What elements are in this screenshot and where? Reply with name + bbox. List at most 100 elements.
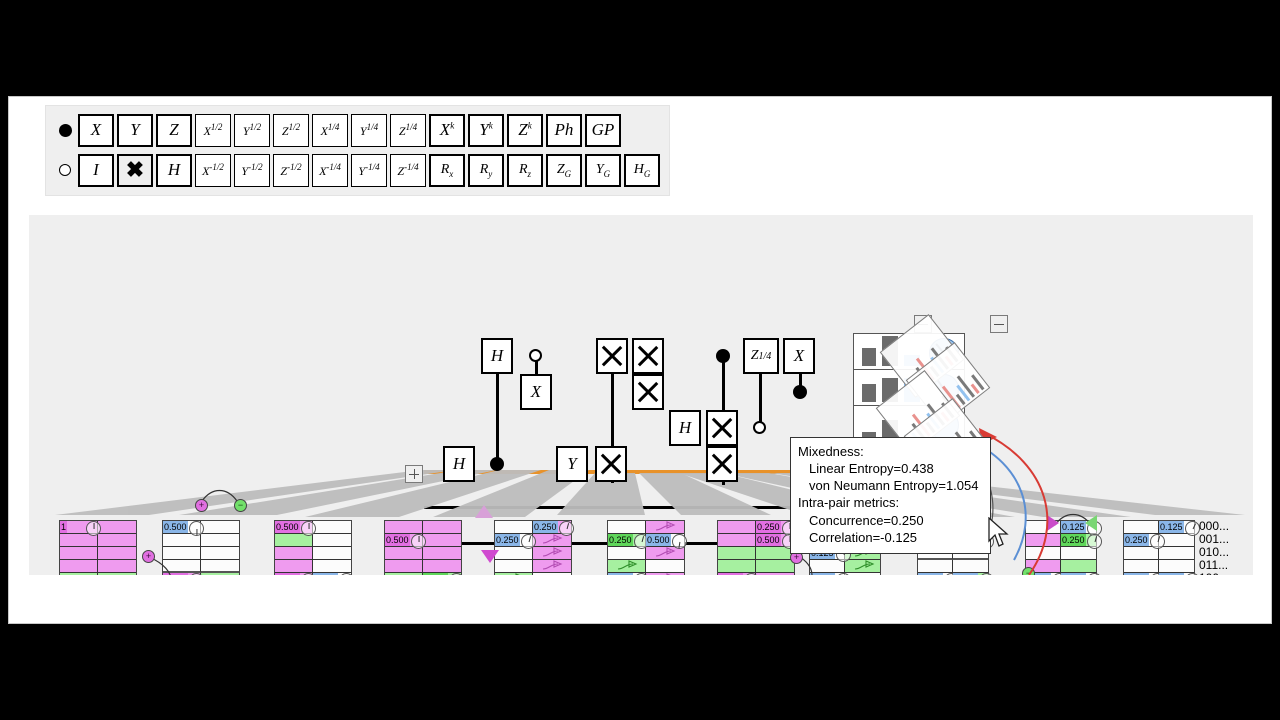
amplitude-cell [756, 560, 794, 573]
circuit-control-filled-w0[interactable] [716, 349, 730, 363]
gate-y-neg-quarter[interactable]: Y-1/4 [351, 153, 387, 187]
amplitude-value: 0.250 [718, 573, 743, 575]
amplitude-phase-dial [1150, 534, 1165, 549]
amplitude-value: 0.250 [608, 573, 633, 575]
basis-state-label: 100... [1199, 572, 1229, 576]
gate-rz[interactable]: Rz [507, 153, 543, 187]
circuit-control-open-w0[interactable] [529, 349, 542, 362]
amplitude-value: 0.500 [385, 534, 410, 546]
gate-x-k[interactable]: Xk [429, 113, 465, 147]
tooltip-heading-mixedness: Mixedness: [798, 444, 864, 459]
gate-y-neg-half[interactable]: Y-1/2 [234, 153, 270, 187]
gate-i[interactable]: I [78, 153, 114, 187]
amplitude-phase-dial [86, 521, 101, 536]
gate-y-half[interactable]: Y1/2 [234, 113, 270, 147]
gate-x-large[interactable]: ✖ [117, 153, 153, 187]
gate-z-k[interactable]: Zk [507, 113, 543, 147]
tooltip-heading-intrapair: Intra-pair metrics: [798, 495, 900, 511]
gate-y-k[interactable]: Yk [468, 113, 504, 147]
circuit-gate-h-w2[interactable]: H [669, 410, 701, 446]
circuit-swap-c-bottom[interactable] [706, 446, 738, 482]
gate-y[interactable]: Y [117, 113, 153, 147]
amplitude-cell: 0.500 [385, 534, 426, 549]
gate-gp[interactable]: GP [585, 113, 621, 147]
gate-x-neg-quarter[interactable]: X-1/4 [312, 153, 348, 187]
amplitude-cell [313, 547, 351, 560]
circuit-swap-a-top[interactable] [596, 338, 628, 374]
gate-x[interactable]: X [78, 113, 114, 147]
amplitude-arrow-icon [655, 521, 676, 531]
amplitude-cell: 0.250 [608, 573, 649, 575]
amp-display-1[interactable]: 1 [59, 520, 137, 575]
amplitude-cell [201, 560, 239, 573]
amplitude-cell: 0.250 [718, 573, 759, 575]
gate-h[interactable]: H [156, 153, 192, 187]
circuit-gate-h-w0[interactable]: H [481, 338, 513, 374]
amplitude-cell [646, 560, 684, 573]
circuit-control-filled-w1[interactable] [793, 385, 807, 399]
amplitude-cell [718, 560, 756, 573]
gate-y-quarter[interactable]: Y1/4 [351, 113, 387, 147]
gate-z-neg-half[interactable]: Z-1/2 [273, 153, 309, 187]
display-direction-marker [1085, 515, 1097, 531]
collapse-display-button-2[interactable] [990, 315, 1008, 333]
gate-ph[interactable]: Ph [546, 113, 582, 147]
gate-ry[interactable]: Ry [468, 153, 504, 187]
amplitude-value: 0.250 [756, 521, 781, 533]
gate-z-quarter[interactable]: Z1/4 [390, 113, 426, 147]
circuit-swap-b-bottom[interactable] [632, 374, 664, 410]
amplitude-value: 0.125 [953, 573, 978, 575]
gate-z-half[interactable]: Z1/2 [273, 113, 309, 147]
amplitude-value: 0.125 [810, 573, 835, 575]
amplitude-cell [1159, 534, 1194, 547]
circuit-gate-y-w3[interactable]: Y [556, 446, 588, 482]
tooltip-von-neumann-entropy: von Neumann Entropy=1.054 [809, 478, 979, 494]
gate-x-quarter[interactable]: X1/4 [312, 113, 348, 147]
circuit-gate-x-w0[interactable]: X [783, 338, 815, 374]
circuit-gate-h-w3[interactable]: H [443, 446, 475, 482]
amplitude-phase-dial [1185, 521, 1200, 536]
amplitude-arrow-icon [666, 573, 671, 575]
amplitude-cell: 0.250 [423, 573, 464, 575]
amplitude-cell [1124, 547, 1159, 560]
control-link-3 [611, 355, 614, 483]
circuit-control-open-w2[interactable] [753, 421, 766, 434]
gate-yg[interactable]: YG [585, 153, 621, 187]
amplitude-phase-dial [189, 521, 204, 536]
gate-rx[interactable]: Rx [429, 153, 465, 187]
circuit-swap-b-top[interactable] [632, 338, 664, 374]
amplitude-cell [275, 547, 313, 560]
amplitude-arrow-icon [542, 547, 563, 557]
circuit-swap-a-bottom[interactable] [595, 446, 627, 482]
amplitude-phase-dial [521, 534, 536, 549]
circuit-control-filled-w3[interactable] [490, 457, 504, 471]
circuit-gate-x-w1[interactable]: X [520, 374, 552, 410]
amplitude-value: 1 [60, 521, 68, 533]
basis-state-label: 001... [1199, 532, 1230, 546]
circuit-swap-c-top[interactable] [706, 410, 738, 446]
gate-zg[interactable]: ZG [546, 153, 582, 187]
gate-z[interactable]: Z [156, 113, 192, 147]
gate-z-neg-quarter[interactable]: Z-1/4 [390, 153, 426, 187]
metrics-tooltip: Mixedness: Linear Entropy=0.438 von Neum… [790, 437, 991, 554]
gate-x-half[interactable]: X1/2 [195, 113, 231, 147]
entangle-plus-marker: + [195, 499, 208, 512]
amplitude-cell [98, 560, 136, 573]
add-qubit-button[interactable] [405, 465, 423, 483]
amplitude-cell: 0.250 [495, 534, 536, 549]
gate-x-neg-half[interactable]: X-1/2 [195, 153, 231, 187]
amplitude-cell [98, 521, 136, 534]
amplitude-phase-dial [559, 521, 574, 536]
gate-hg[interactable]: HG [624, 153, 660, 187]
